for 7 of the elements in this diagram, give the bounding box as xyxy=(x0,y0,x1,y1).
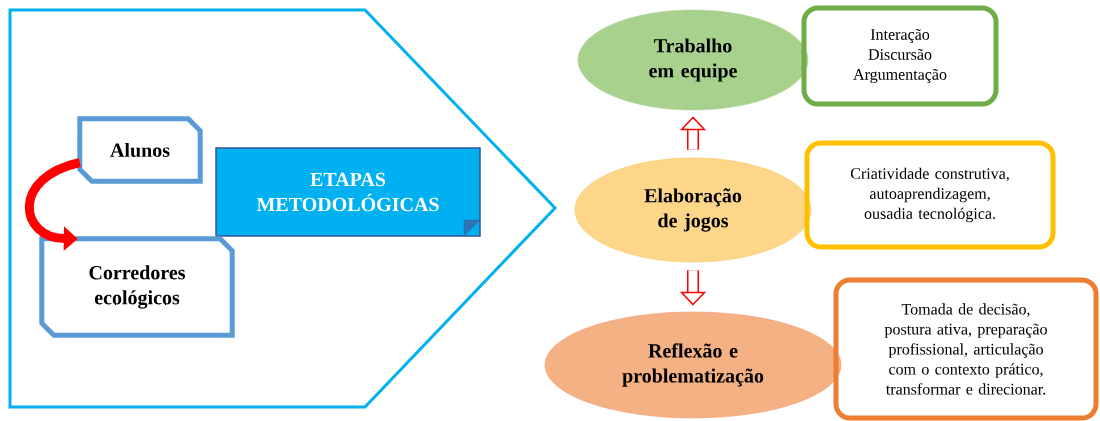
rounded-box: Interação Discursão Argumentação xyxy=(801,5,999,107)
chamfered-box: Alunos xyxy=(77,116,203,184)
rounded-box: Tomada de decisão, postura ativa, preparação profissional, articulação com o contexto prático, transformar e direcionar. xyxy=(833,277,1099,421)
title-banner: ETAPAS METODOLÓGICAS xyxy=(215,147,481,237)
chevron-frame xyxy=(8,8,558,409)
chamfered-box: Corredores ecológicos xyxy=(39,236,235,338)
rounded-box: Criatividade construtiva, autoaprendizagem, ousadia tecnológica. xyxy=(804,140,1056,250)
